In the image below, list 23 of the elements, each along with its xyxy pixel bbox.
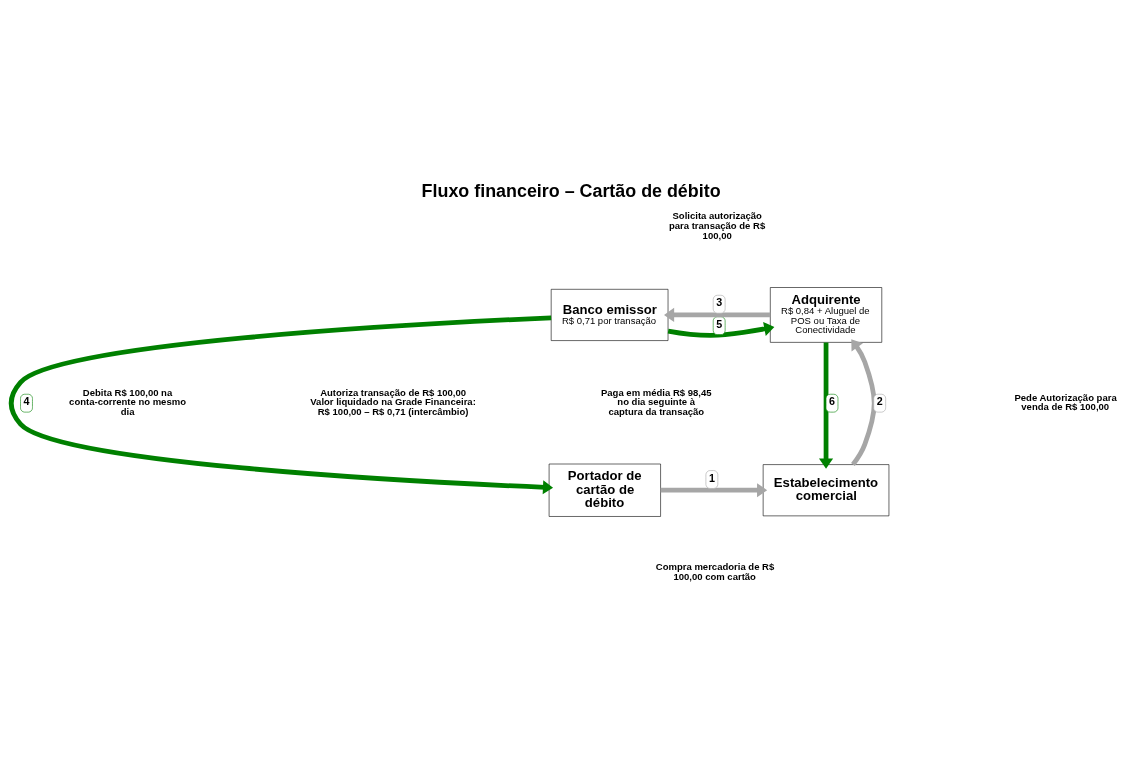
arrow <box>660 483 768 498</box>
arrow <box>9 315 554 495</box>
edge-label: 6 <box>829 395 835 408</box>
node-box: Estabelecimento comercial <box>762 464 890 517</box>
arrow <box>851 339 877 466</box>
edge-label: 4 <box>23 395 30 408</box>
node-box: Adquirente R$ 0,84 + Aluguel de POS ou Taxa de Conectividade <box>770 287 883 343</box>
edge-label: 1 <box>708 471 715 484</box>
label: Debita R$ 100,00 na conta-corrente no mesmo dia <box>69 386 186 417</box>
arrow <box>667 321 775 338</box>
label: Autoriza transação de R$ 100,00 Valor liquidado na Grade Financeira: R$ 100,00 – R$ 0,71 (intercâmbio) <box>310 386 476 417</box>
node-box: Portador de cartão de débito <box>548 463 661 517</box>
edge-label: 3 <box>716 296 723 309</box>
arrow <box>664 307 771 323</box>
label: Paga em média R$ 98,45 no dia seguinte à captura da transação <box>600 386 712 417</box>
edge-label: 2 <box>876 395 883 408</box>
arrow <box>818 342 834 469</box>
node-box: Banco emissor R$ 0,71 por transação <box>550 289 669 341</box>
label: Compra mercadoria de R$ 100,00 com cartão <box>655 561 775 582</box>
label: Solicita autorização para transação de R$ 100,00 <box>668 210 766 241</box>
diagram-title: Fluxo financeiro – Cartão de débito <box>421 181 721 202</box>
edge-label: 5 <box>716 317 723 330</box>
label: Pede Autorização para venda de R$ 100,00 <box>1014 391 1117 413</box>
